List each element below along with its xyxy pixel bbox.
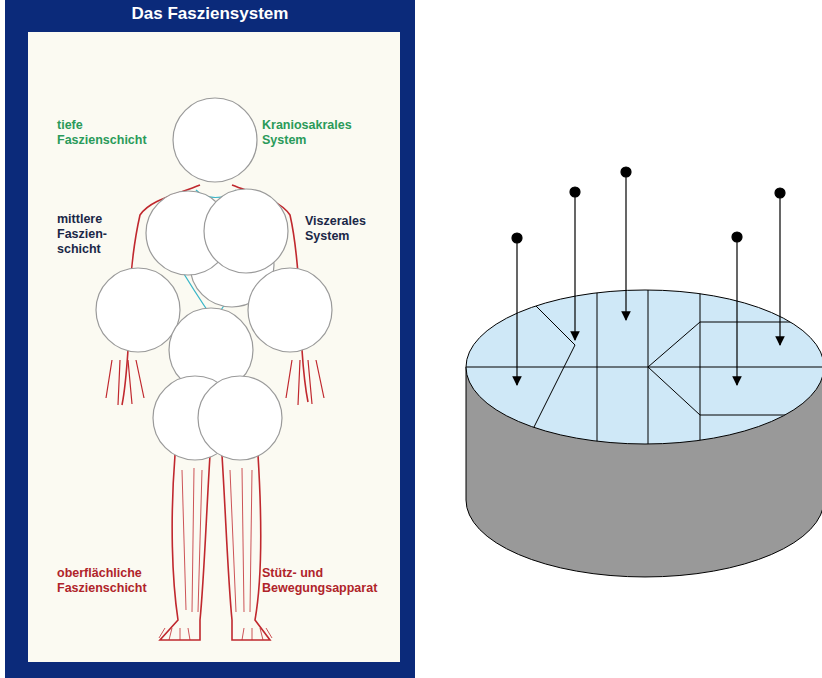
- pin-arrow: [512, 167, 785, 385]
- fascia-circle: [96, 98, 332, 460]
- region-label: mittlere Faszien- schicht: [57, 212, 123, 257]
- frame: [5, 0, 415, 678]
- region-label: Kraniosakrales System: [262, 118, 372, 148]
- title: Das Fasziensystem: [5, 4, 415, 24]
- region-label: Stütz- und Bewegungsapparat: [262, 566, 390, 596]
- panel: [28, 32, 400, 662]
- region-label: oberflächliche Faszienschicht: [57, 566, 167, 596]
- cylinder: [460, 280, 822, 577]
- region-label: Viszerales System: [305, 214, 395, 244]
- region-label: tiefe Faszienschicht: [57, 118, 157, 148]
